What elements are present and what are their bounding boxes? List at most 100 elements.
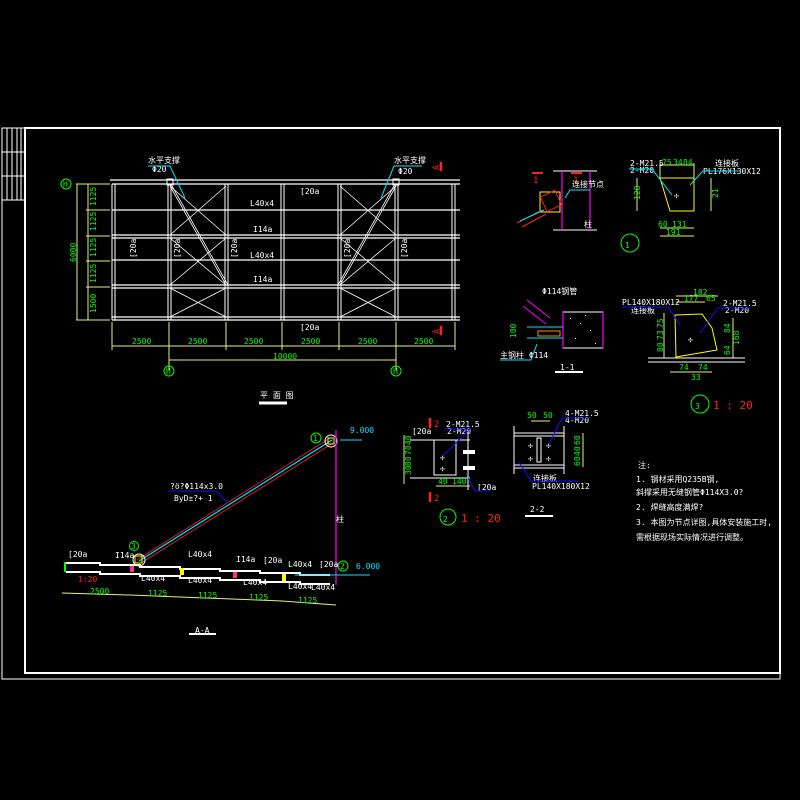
- svg-text:✢: ✢: [440, 453, 445, 462]
- member-label: L40x4: [243, 578, 267, 587]
- label: 2-M21.5: [446, 420, 480, 429]
- member-label: L40x4: [288, 560, 312, 569]
- label: 2-M20: [447, 427, 471, 436]
- dim: 60: [658, 220, 668, 229]
- axis-bubble-left-top: [60, 178, 72, 190]
- section-mark: 1: [573, 176, 578, 186]
- plan-view: [20a L40x4 I14a L40x4 I14a [20a [20a [20…: [60, 155, 460, 405]
- node-label: 2: [340, 562, 345, 571]
- dim: 40: [573, 446, 582, 456]
- dim: 84: [723, 323, 732, 333]
- dim: 60: [573, 435, 582, 445]
- dim: 191: [666, 228, 681, 237]
- dim: 70: [404, 445, 413, 455]
- dim: 128: [633, 185, 642, 200]
- dim: 65: [706, 294, 716, 303]
- horizontal-dim: 2500: [358, 337, 377, 346]
- member-label: [20a: [343, 239, 352, 258]
- dim: 40: [438, 477, 448, 486]
- dim: 80: [404, 456, 413, 466]
- inner-border: [24, 127, 781, 674]
- member-label: L40x4: [141, 574, 165, 583]
- dim: 131: [672, 220, 687, 229]
- label: PL140X180X12: [622, 298, 680, 307]
- member-label: L40x4: [188, 576, 212, 585]
- axis-label: H: [63, 180, 68, 189]
- bracing-label: 水平支撑: [394, 155, 426, 165]
- dim: 75: [656, 318, 665, 328]
- detail-bubble: [439, 508, 457, 526]
- dim: 34: [673, 158, 683, 167]
- detail-1-connection: 1 1 连接节点 柱 75 34 84 60 131 191 128: [516, 158, 761, 253]
- dim: 1125: [198, 591, 217, 600]
- member-label: [20a: [300, 187, 319, 196]
- node-bubble: [310, 432, 322, 444]
- label: 2-M21.5: [630, 159, 664, 168]
- notes-title: 注:: [638, 460, 651, 470]
- svg-text:⊲⊏: ⊲⊏: [432, 163, 442, 172]
- dim: 50: [543, 411, 553, 420]
- svg-text:✢: ✢: [440, 464, 445, 473]
- vertical-dim: 1125: [89, 187, 98, 206]
- title-block-strip: [2, 128, 25, 201]
- label: 4-M20: [565, 416, 589, 425]
- label: [20a: [412, 427, 431, 436]
- section-mark: 1: [533, 176, 538, 186]
- member-label: [20a: [173, 239, 182, 258]
- svg-text:✢: ✢: [546, 441, 551, 450]
- bracing-label: 水平支撑: [148, 155, 180, 165]
- notes: 注: 1. 钢材采用Q235B钢, 斜撑采用无缝钢管Φ114X3.0? 2. 焊…: [636, 460, 772, 542]
- section-mark-bottom: ⊲⊏: [432, 326, 443, 336]
- outer-border: [1, 127, 781, 680]
- member-label: L40x4: [188, 550, 212, 559]
- dim: 168: [732, 330, 741, 345]
- elevation-label: 6.000: [356, 562, 380, 571]
- dim: 73: [656, 330, 665, 340]
- label: 连接板: [533, 473, 557, 483]
- horizontal-total-dim: 10000: [273, 352, 297, 361]
- note-item: 2. 焊缝高度满焊?: [636, 502, 703, 512]
- label: 2-M20: [725, 306, 749, 315]
- member-label: I14a: [253, 225, 272, 234]
- dim: 33: [691, 373, 701, 382]
- node-label: 3: [131, 542, 136, 551]
- svg-text:⊲⊏: ⊲⊏: [432, 327, 442, 336]
- member-label: [20a: [263, 556, 282, 565]
- member-label: [20a: [319, 560, 338, 569]
- section-aa-title: A-A: [195, 626, 210, 635]
- horizontal-dim: 2500: [414, 337, 433, 346]
- svg-text:✢: ✢: [528, 441, 533, 450]
- axis-bubble-bottom-left: [163, 365, 175, 377]
- detail-3: 182 177 65 75 73 80 84 168 64 74 74 33 P…: [622, 288, 757, 414]
- svg-text:✢: ✢: [546, 454, 551, 463]
- detail-scale: 1 : 20: [713, 399, 753, 412]
- member-label: I14a: [236, 555, 255, 564]
- strut-label: ByD±?+ 1: [174, 494, 213, 503]
- label: [20a: [477, 483, 496, 492]
- section-mark: 2: [434, 420, 439, 430]
- dim: 1125: [249, 593, 268, 602]
- member-label: [20a: [129, 239, 138, 258]
- vertical-dim: 1125: [89, 264, 98, 283]
- elevation-label: 9.000: [350, 426, 374, 435]
- strut-label: ?ö?Φ114x3.0: [170, 482, 223, 491]
- detail-scale: 1 : 20: [461, 512, 501, 525]
- note-item: 斜撑采用无缝钢管Φ114X3.0?: [636, 487, 744, 497]
- section-mark-top: ⊲⊏: [432, 162, 443, 172]
- vertical-dim: 1125: [89, 212, 98, 231]
- member-label: [20a: [300, 323, 319, 332]
- node-bubble: [129, 541, 139, 551]
- member-label: I14a: [253, 275, 272, 284]
- bracing-sub-label: Φ20: [152, 165, 167, 174]
- section-22-title: 2-2: [530, 505, 545, 514]
- dim: 2500: [90, 587, 109, 596]
- note-item: 需根据现场实际情况进行调整。: [636, 532, 748, 542]
- horizontal-dim: 2500: [244, 337, 263, 346]
- dim: 1125: [148, 589, 167, 598]
- detail-number: 3: [695, 402, 700, 411]
- dim: 182: [693, 288, 708, 297]
- dim: 80: [656, 342, 665, 352]
- section-aa: 柱 1 2 3 9.000 6.000 ?ö?Φ114x3.0 ByD±?+ 1…: [61, 426, 380, 635]
- x-bracing: [169, 185, 397, 318]
- axis-bubble-bottom-right: [390, 365, 402, 377]
